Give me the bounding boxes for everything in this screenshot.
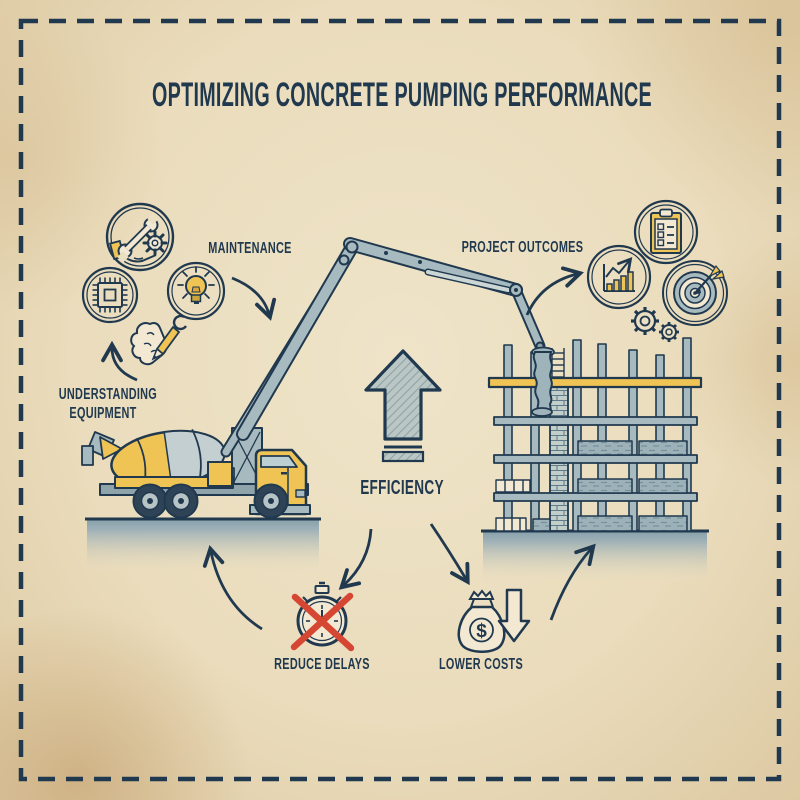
red-x-mark (290, 592, 355, 652)
building-frame (487, 337, 703, 532)
lightbulb-icon (166, 261, 226, 321)
arrow-maintenance-to-boom (231, 276, 277, 321)
wrench-hand-icon (105, 202, 175, 272)
brain-pencil-icon (130, 314, 188, 366)
arrow-outcomes-up (525, 266, 584, 316)
truck-wheels (132, 483, 289, 519)
gears-icon (631, 307, 679, 342)
page-title: OPTIMIZING CONCRETE PUMPING PERFORMANCE (152, 76, 652, 114)
efficiency-label: EFFICIENCY (360, 477, 444, 499)
window-strip (495, 479, 531, 532)
building-ground-platform (481, 529, 709, 581)
microchip-icon (81, 266, 139, 324)
concrete-mixer-truck (81, 427, 311, 519)
concrete-pour (531, 346, 555, 417)
arrow-truck-to-costs (429, 523, 470, 586)
maintenance-label: MAINTENANCE (208, 240, 292, 257)
dollar-sign: $ (476, 621, 487, 642)
dashed-border (18, 18, 782, 782)
understanding-equipment-label: UNDERSTANDING EQUIPMENT (58, 386, 158, 423)
arrow-costs-to-building (549, 543, 596, 621)
pump-boom (220, 237, 549, 458)
down-arrow-icon (497, 588, 531, 643)
truck-ground-platform (85, 517, 321, 571)
bar-chart-icon (586, 244, 652, 310)
money-bag-icon: $ (457, 589, 506, 653)
arrow-truck-to-delays (338, 528, 373, 590)
stopwatch-crossed-icon (290, 581, 355, 652)
arrow-understanding-up (101, 340, 138, 382)
project-outcomes-label: PROJECT OUTCOMES (461, 239, 584, 256)
efficiency-up-arrow-icon (364, 349, 442, 463)
target-icon (662, 260, 728, 326)
arrow-delays-to-truck (202, 544, 263, 631)
checklist-icon (633, 199, 699, 265)
yellow-beam (487, 376, 703, 389)
reduce-delays-label: REDUCE DELAYS (274, 656, 370, 673)
lower-costs-label: LOWER COSTS (438, 656, 523, 673)
